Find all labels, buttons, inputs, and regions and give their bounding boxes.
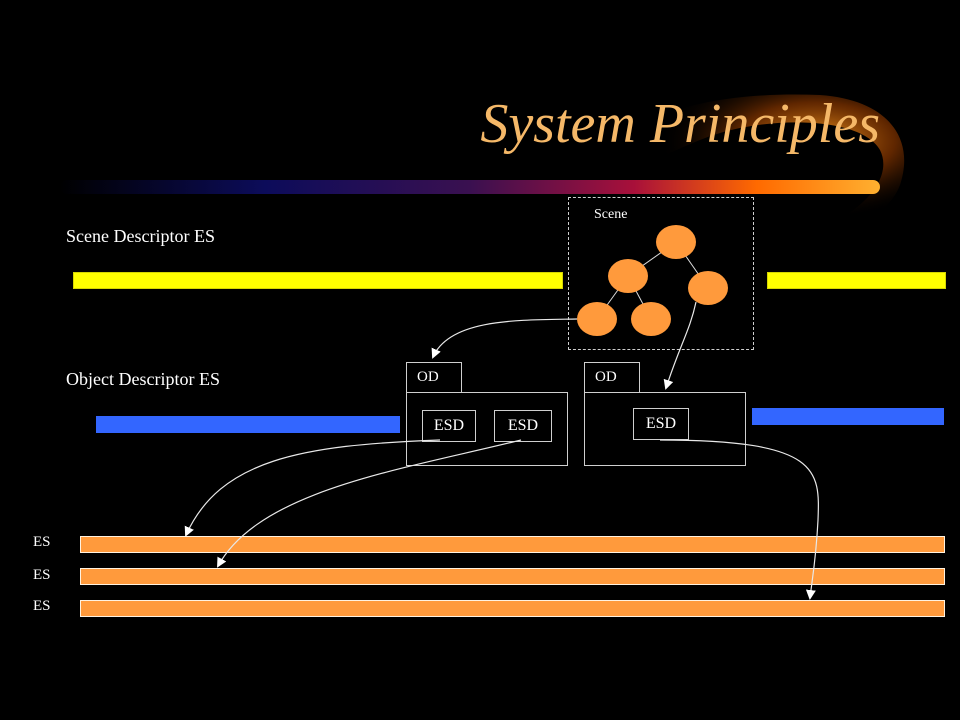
scene-label: Scene xyxy=(594,207,628,222)
esd-box-1a: ESD xyxy=(422,410,476,442)
es-bar-3 xyxy=(80,600,945,617)
scene-node xyxy=(608,259,648,293)
arrow-scene-to-od2 xyxy=(663,301,697,390)
scene-descriptor-bar-left xyxy=(73,272,563,289)
od-box-1 xyxy=(406,392,568,466)
scene-descriptor-bar-right xyxy=(767,272,946,289)
scene-nodes xyxy=(577,225,728,336)
object-descriptor-bar-right xyxy=(752,408,944,425)
object-descriptor-bar-left xyxy=(96,416,400,433)
scene-node-root xyxy=(656,225,696,259)
arrow-esd-to-es3 xyxy=(659,439,819,600)
od-box-2 xyxy=(584,392,746,466)
od-tab-1: OD xyxy=(406,362,462,392)
arrow-esd-to-es1 xyxy=(184,439,441,537)
es-label-1: ES xyxy=(33,534,51,550)
scene-node xyxy=(688,271,728,305)
page-title: System Principles xyxy=(480,93,880,155)
es-label-3: ES xyxy=(33,598,51,614)
arrow-esd-to-es2 xyxy=(217,439,522,568)
arrow-scene-to-od1 xyxy=(431,318,578,359)
od-tab-2: OD xyxy=(584,362,640,392)
es-label-2: ES xyxy=(33,567,51,583)
es-bar-1 xyxy=(80,536,945,553)
scene-node xyxy=(631,302,671,336)
object-descriptor-label: Object Descriptor ES xyxy=(66,369,220,389)
es-bar-2 xyxy=(80,568,945,585)
scene-descriptor-label: Scene Descriptor ES xyxy=(66,226,215,246)
scene-box xyxy=(568,197,754,350)
scene-node xyxy=(577,302,617,336)
title-swoosh-graphic xyxy=(60,94,905,250)
esd-box-1b: ESD xyxy=(494,410,552,442)
